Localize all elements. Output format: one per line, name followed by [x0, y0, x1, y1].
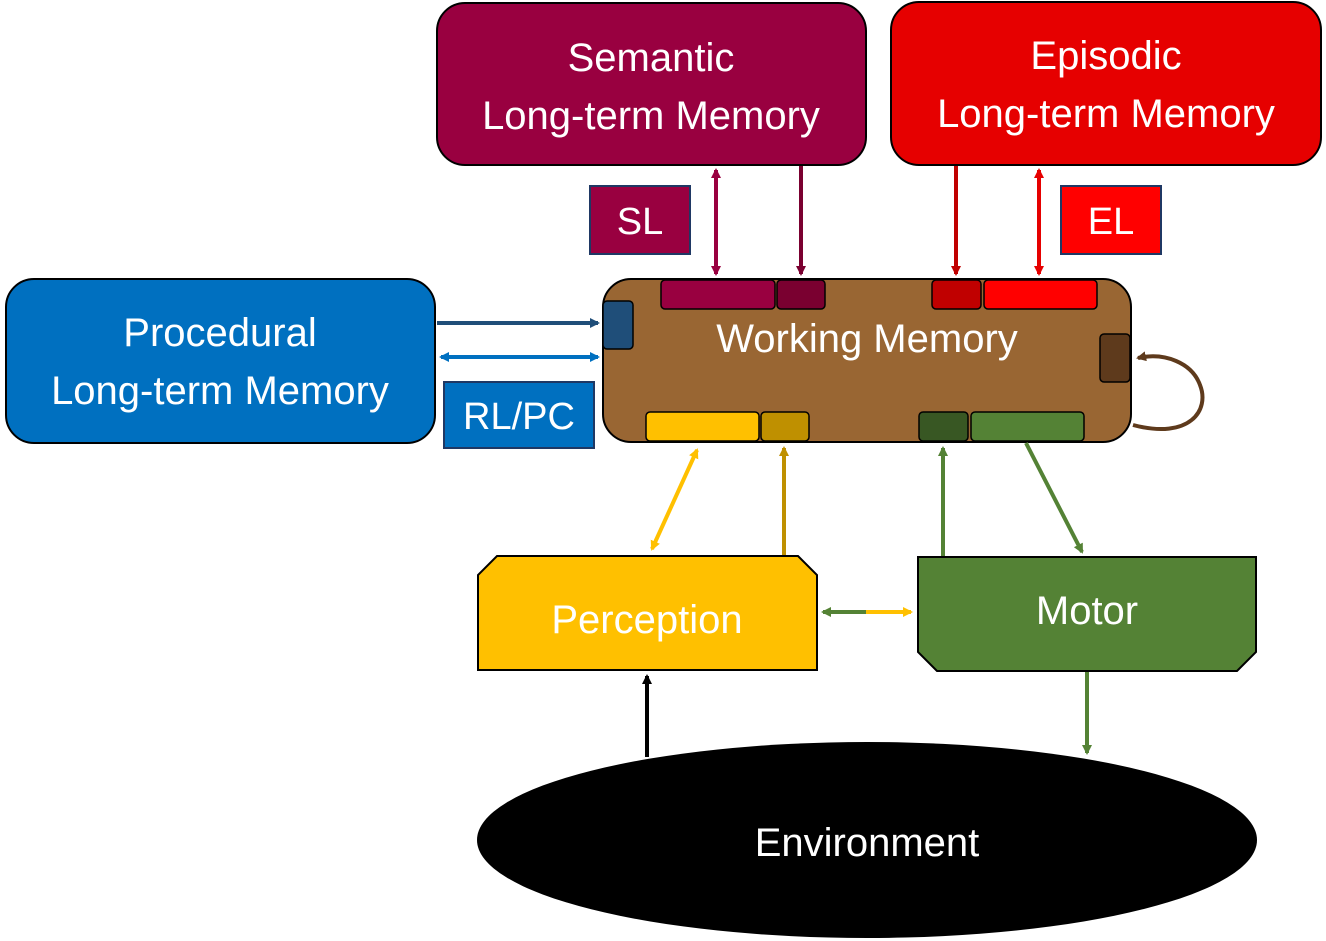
procedural-memory-title: Procedural: [123, 311, 316, 355]
perception-label: Perception: [551, 598, 742, 642]
episodic-buffer-small: [931, 279, 982, 310]
procedural-buffer: [602, 300, 634, 350]
el-label: EL: [1088, 201, 1134, 243]
procedural-memory-box: [5, 278, 436, 444]
motor-box: [917, 556, 1257, 672]
semantic-memory-title: Semantic: [568, 36, 735, 80]
el-tag: [1060, 185, 1162, 255]
motor-label: Motor: [1036, 589, 1138, 633]
perception-buffer-small: [760, 411, 810, 442]
working-memory-label: Working Memory: [716, 317, 1018, 361]
episodic-memory-subtitle: Long-term Memory: [937, 92, 1275, 136]
motor-buffer-small: [918, 411, 969, 442]
procedural-memory-subtitle: Long-term Memory: [51, 369, 389, 413]
episodic-memory-title: Episodic: [1030, 34, 1181, 78]
semantic-buffer-large: [660, 279, 776, 310]
perception-buffer-large: [645, 411, 760, 442]
environment-ellipse: [477, 742, 1257, 938]
perception-wm-bidirectional-arrow: [650, 448, 699, 551]
semantic-memory-subtitle: Long-term Memory: [482, 94, 820, 138]
working-memory-box: [602, 278, 1132, 443]
semantic-memory-box: [436, 2, 867, 166]
environment-label: Environment: [755, 821, 980, 865]
perception-box: [477, 555, 818, 671]
motor-buffer-large: [970, 411, 1085, 442]
episodic-buffer-large: [983, 279, 1098, 310]
rl-pc-label: RL/PC: [463, 396, 575, 438]
self-loop-buffer: [1099, 333, 1131, 383]
semantic-buffer-small: [776, 279, 826, 310]
rl-pc-tag: [443, 381, 595, 449]
sl-tag: [589, 185, 691, 255]
episodic-memory-box: [890, 1, 1322, 166]
wm-self-loop-arrow: [1132, 351, 1205, 431]
wm-to-motor-arrow: [1024, 442, 1084, 554]
sl-label: SL: [617, 201, 663, 243]
